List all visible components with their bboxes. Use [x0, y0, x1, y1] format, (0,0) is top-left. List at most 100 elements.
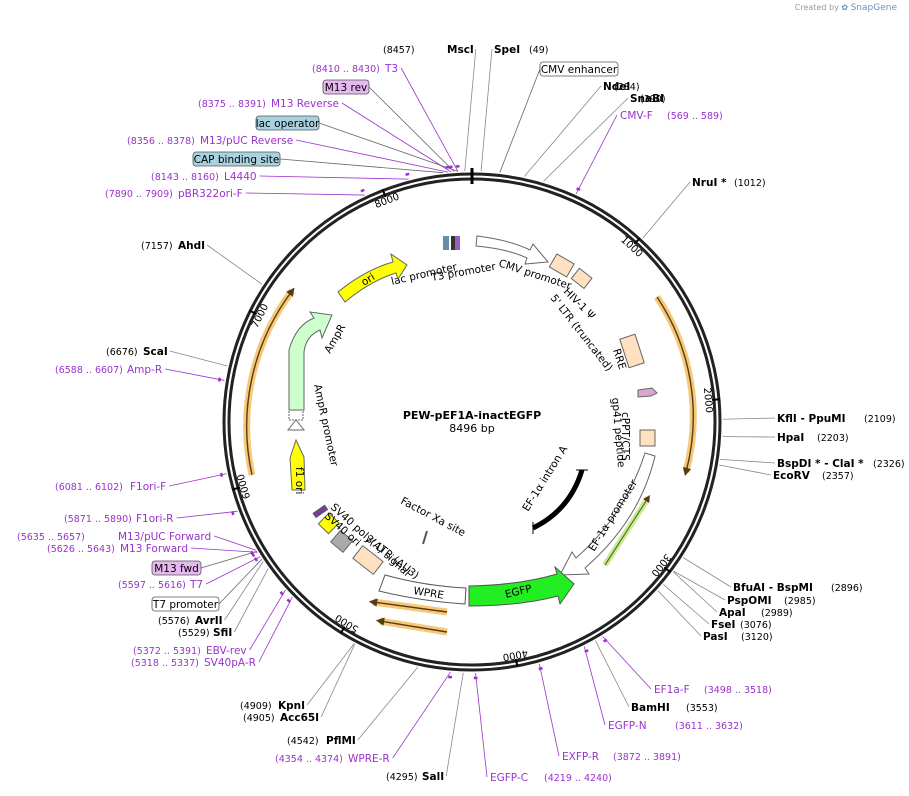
primer-site-mark [253, 557, 259, 562]
leader-lines [165, 48, 776, 778]
leader-line [400, 67, 459, 172]
primer-name: EF1a-F [654, 684, 690, 696]
wpre-box [378, 574, 467, 605]
enzyme-coord: (1012) [734, 178, 766, 189]
primer-site-mark [279, 591, 284, 596]
enzyme-name: KflI - PpuMI [777, 413, 846, 425]
feature-label-box [322, 79, 370, 95]
ltr5-box [570, 267, 593, 290]
orf-track-right [654, 295, 697, 473]
primer-name: F1ori-R [136, 513, 173, 525]
tick-label: 8000 [373, 192, 401, 211]
leader-line [682, 557, 732, 588]
ef1a-intron-arc [531, 469, 585, 531]
primer-site-mark [219, 472, 224, 477]
primer-coord: (5318 .. 5337) [131, 658, 199, 669]
leader-line [190, 547, 258, 553]
enzyme-coord: (3120) [741, 632, 773, 643]
primer-name: pBR322ori-F [178, 188, 243, 200]
enzyme-coord: (5576) [158, 616, 190, 627]
primer-name: EXFP-R [562, 751, 599, 763]
primer-coord: (3498 .. 3518) [704, 685, 772, 696]
enzyme-name: BfuAI - BspMI [733, 582, 813, 594]
primer-name: SV40pA-R [204, 657, 256, 669]
enzyme-name: SpeI [494, 44, 520, 56]
enzyme-name: PspOMI [727, 595, 772, 607]
enzyme-coord: (4295) [386, 772, 418, 783]
primer-name: M13 Reverse [271, 98, 339, 110]
enzyme-coord: (4909) [240, 701, 272, 712]
enzyme-name: BspDI * - ClaI * [777, 458, 864, 470]
primer-name: EGFP-N [608, 720, 647, 732]
leader-line [224, 561, 264, 621]
primer-name: EGFP-C [490, 772, 528, 784]
tick-mark [514, 658, 519, 668]
leader-line [249, 589, 286, 651]
leader-line [524, 85, 602, 177]
leader-line [642, 181, 691, 239]
leader-line [657, 590, 702, 637]
leader-line [245, 192, 365, 196]
feature-label-text: M13 fwd [154, 563, 199, 575]
primer-name: T3 [384, 63, 398, 75]
m13-rev-mark [455, 236, 460, 250]
primer-name: M13/pUC Reverse [200, 135, 293, 147]
primer-site-mark [602, 638, 608, 643]
primer-site-mark [405, 172, 410, 176]
primer-site-mark [286, 598, 291, 603]
leader-line [663, 584, 710, 625]
factor-xa-mark [422, 530, 428, 545]
enzyme-name: SnaBI [630, 93, 664, 105]
leader-line [318, 122, 459, 172]
enzyme-coord: (2326) [873, 459, 905, 470]
leader-line [673, 570, 726, 601]
enzyme-coord: (6676) [106, 347, 138, 358]
factor-xa-label: Factor Xa site [399, 495, 468, 539]
tick-mark [633, 237, 641, 245]
credit-brand: SnapGene [850, 3, 897, 13]
enzyme-name: PflMI [326, 735, 356, 747]
feature-label-box [255, 115, 320, 131]
primer-coord: (6588 .. 6607) [55, 365, 123, 376]
feature-label-box [151, 596, 220, 612]
leader-line [475, 672, 488, 778]
enzyme-name: HpaI [777, 432, 804, 444]
enzyme-name: PasI [703, 631, 728, 643]
rre-box [619, 333, 645, 369]
primer-name: M13/pUC Forward [118, 531, 211, 543]
enzyme-name: KpnI [278, 700, 305, 712]
enzyme-coord: (2203) [817, 433, 849, 444]
leader-line [538, 663, 560, 757]
cppt-label: cPPT/CTS [619, 412, 631, 461]
leader-line [595, 640, 630, 708]
enzyme-coord: (8457) [383, 45, 415, 56]
ltr3-box [352, 544, 384, 576]
enzyme-coord: (49) [529, 45, 549, 56]
leader-line [218, 558, 263, 605]
enzyme-coord: (284) [614, 82, 640, 93]
hiv-psi-box [548, 253, 575, 278]
leader-line [368, 86, 455, 172]
tick-mark [663, 566, 672, 574]
gp41-arrow [637, 387, 658, 398]
primer-site-mark [251, 552, 256, 558]
leader-line [169, 350, 228, 367]
feature-label-text: lac operator [256, 118, 320, 130]
leader-line [176, 510, 238, 519]
leader-line [719, 464, 772, 476]
primer-name: F1ori-F [130, 481, 166, 493]
leader-line [480, 48, 493, 172]
leader-line [543, 97, 629, 182]
leader-line [445, 672, 464, 777]
ef1a-promoter-arrow [559, 452, 656, 576]
leader-line [341, 102, 452, 173]
snapgene-logo-icon: ✿ [841, 3, 849, 12]
leader-line [259, 175, 409, 180]
primer-name: L4440 [224, 171, 257, 183]
leader-line [214, 535, 257, 551]
enzyme-coord: (2896) [831, 583, 863, 594]
leader-line [233, 568, 269, 633]
tick-label: 4000 [502, 647, 529, 662]
enzyme-coord: (2985) [784, 596, 816, 607]
enzyme-coord: (4905) [243, 713, 275, 724]
